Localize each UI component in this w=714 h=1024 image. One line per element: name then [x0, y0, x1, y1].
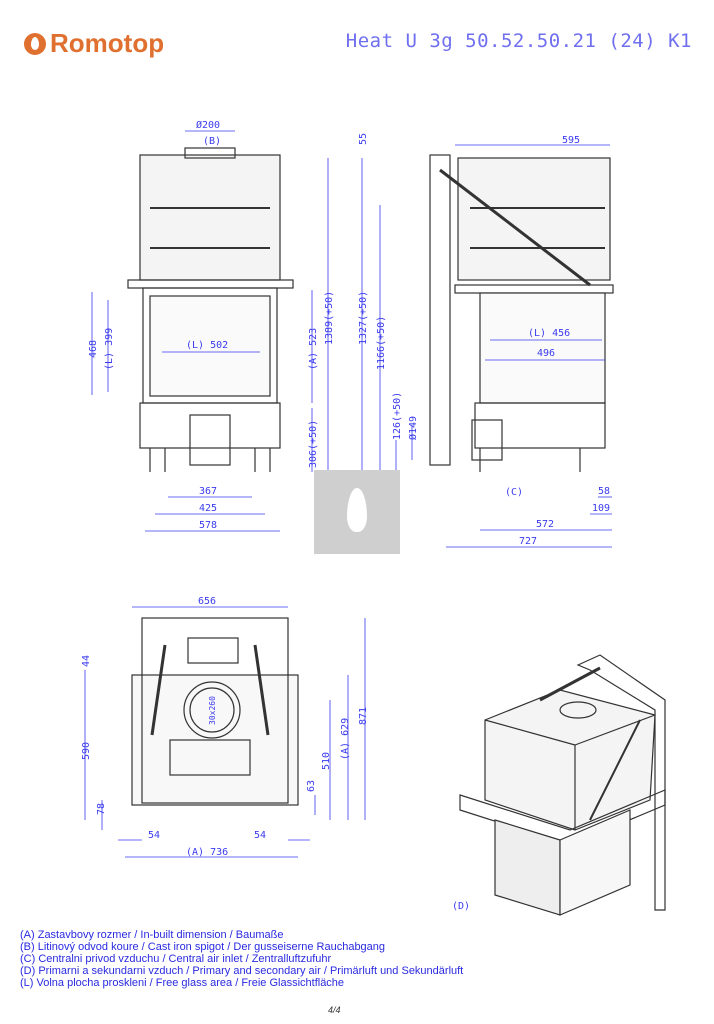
brand-name: Romotop [50, 28, 165, 58]
glass-456: (L) 456 [528, 328, 570, 339]
dim-468: 468 [88, 340, 99, 358]
isometric-view-drawing [459, 654, 666, 916]
dim-1327: 1327(+50) [358, 291, 369, 345]
glass-width: (L) 502 [186, 340, 228, 351]
legend: (A) Zastavbovy rozmer / In-built dimensi… [20, 929, 463, 989]
dim-58: 58 [598, 486, 610, 497]
air-diameter: Ø149 [407, 416, 419, 440]
dim-399: (L) 399 [104, 328, 115, 370]
model-title: Heat U 3g 50.52.50.21 (24) K1 [345, 30, 692, 52]
dim-54-left: 54 [148, 830, 160, 841]
dim-55: 55 [358, 133, 369, 145]
side-view-drawing [429, 154, 614, 472]
romotop-logo: Romotop [24, 28, 164, 59]
dim-1166: 1166(+50) [376, 316, 387, 370]
dim-523: (A) 523 [308, 328, 319, 370]
dim-1389: 1389(+50) [324, 291, 335, 345]
dim-126: 126(+50) [392, 392, 403, 440]
flue-label: (B) [203, 136, 221, 147]
dim-871: 871 [358, 707, 369, 725]
dim-727: 727 [519, 536, 537, 547]
legend-item: (B) Litinový odvod koure / Cast iron spi… [20, 941, 386, 953]
dim-425: 425 [199, 503, 217, 514]
dim-44: 44 [81, 655, 92, 667]
front-view-drawing [127, 147, 294, 472]
legend-item: (D) Primarni a sekundarni vzduch / Prima… [20, 965, 464, 977]
dim-306: 306(+50) [308, 420, 319, 468]
dim-54-right: 54 [254, 830, 266, 841]
dim-590: 590 [81, 742, 92, 760]
top-view-drawing [131, 617, 299, 806]
flame-logo-icon [24, 32, 46, 55]
flame-watermark-icon [314, 470, 400, 554]
dim-63: 63 [306, 780, 317, 792]
air-label-c: (C) [505, 487, 523, 498]
legend-item: (A) Zastavbovy rozmer / In-built dimensi… [20, 929, 284, 941]
dim-736: (A) 736 [186, 847, 228, 858]
dim-109: 109 [592, 503, 610, 514]
dim-595: 595 [562, 135, 580, 146]
dim-578: 578 [199, 520, 217, 531]
dim-510: 510 [321, 752, 332, 770]
page-number: 4/4 [328, 1005, 341, 1015]
legend-item: (L) Volna plocha proskleni / Free glass … [20, 977, 345, 989]
dim-78: 78 [96, 803, 107, 815]
dim-656: 656 [198, 596, 216, 607]
dim-367: 367 [199, 486, 217, 497]
air-label-d: (D) [452, 901, 470, 912]
dimension-lines [84, 130, 612, 858]
dim-629: (A) 629 [340, 718, 351, 760]
dim-496: 496 [537, 348, 555, 359]
flue-diameter: Ø200 [196, 119, 220, 131]
dim-572: 572 [536, 519, 554, 530]
spigot-size: 30x260 [208, 696, 217, 725]
legend-item: (C) Centralni privod vzduchu / Central a… [20, 953, 332, 965]
